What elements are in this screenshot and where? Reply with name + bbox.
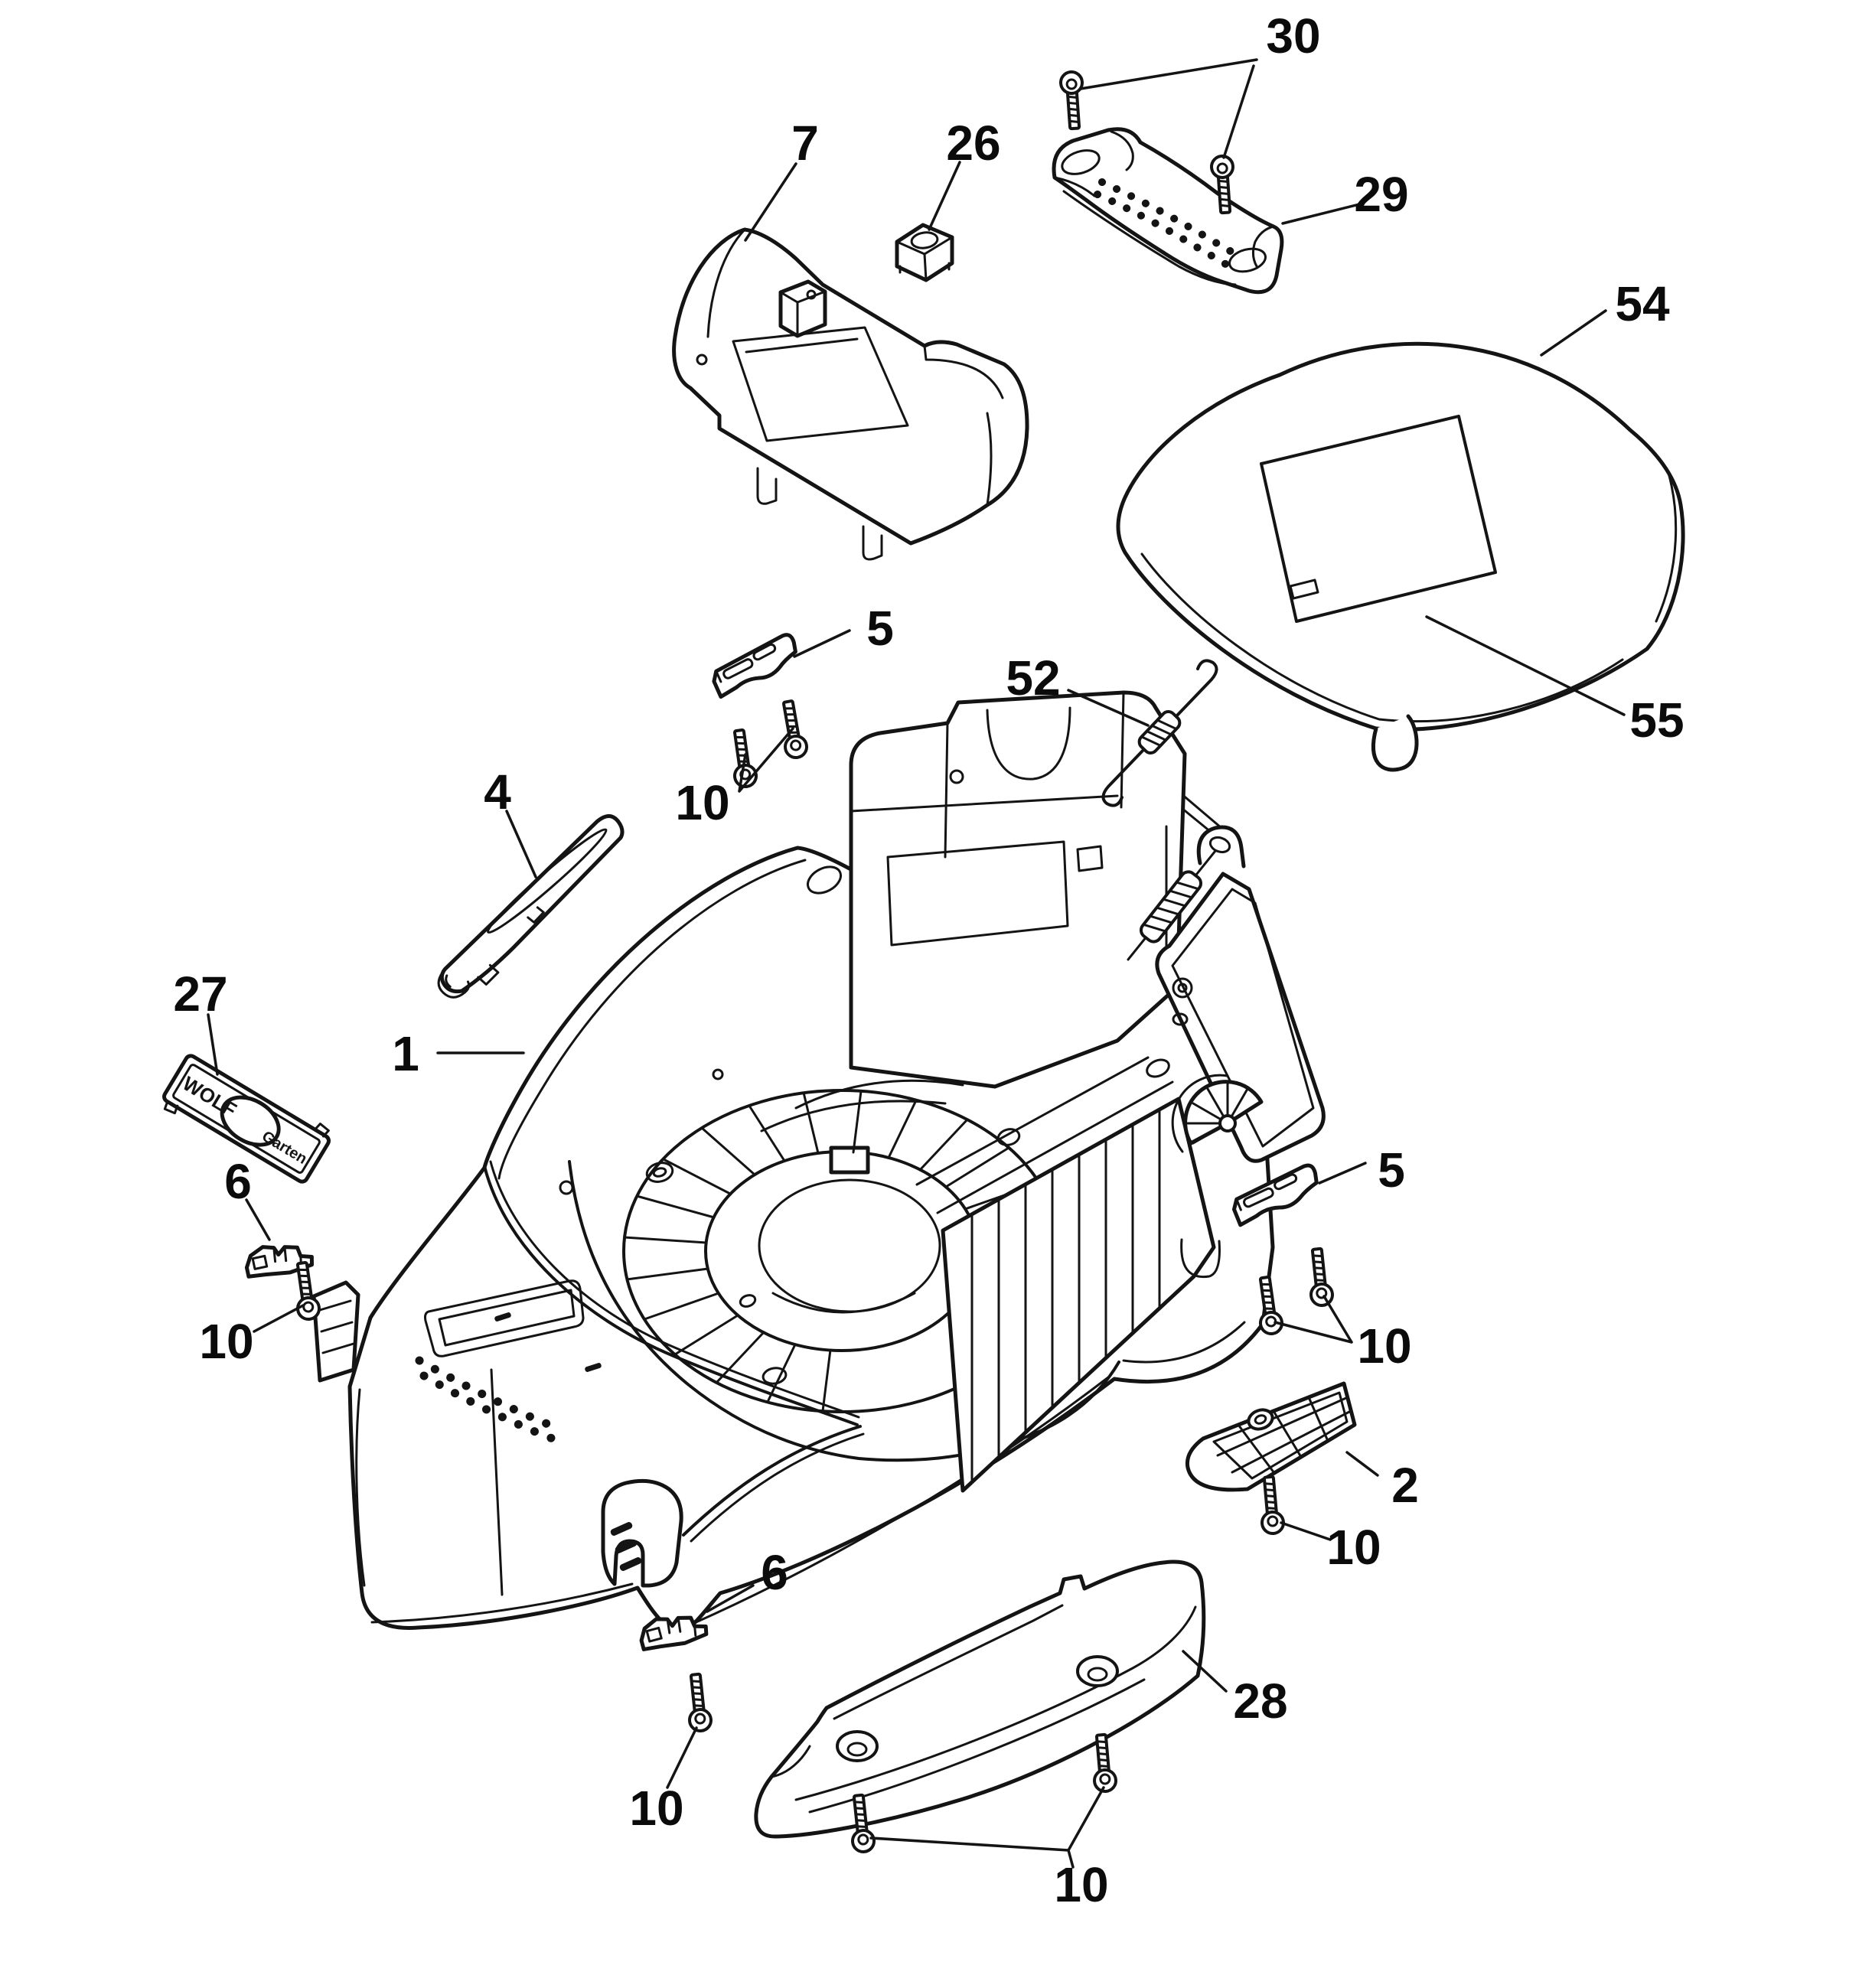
callout-10-bumper: 10 <box>1054 1857 1108 1912</box>
callout-10-grille: 10 <box>1326 1520 1381 1575</box>
callout-7: 7 <box>791 116 819 171</box>
deck-rear-panel <box>1122 825 1326 1364</box>
callout-1: 1 <box>392 1026 419 1081</box>
callout-labels: 30 7 26 29 54 55 52 5 10 4 27 1 6 10 5 1… <box>173 8 1684 1912</box>
callout-10-front: 10 <box>629 1781 683 1836</box>
part-27-brand-plate: WOLF Garten <box>162 1054 331 1184</box>
callout-2: 2 <box>1391 1458 1419 1513</box>
deck-fan-quadrant <box>1171 1074 1264 1153</box>
callout-6-front: 6 <box>761 1545 788 1600</box>
deck-corner-bumper <box>311 1280 360 1383</box>
part-5-clamp-left <box>709 633 803 697</box>
callout-5-right: 5 <box>1378 1142 1405 1198</box>
part-28-front-bumper <box>754 1559 1206 1839</box>
callout-52: 52 <box>1006 650 1060 706</box>
flap-coil-spring <box>1139 870 1203 943</box>
part-52-tension-spring <box>1101 659 1218 807</box>
callout-10-right: 10 <box>1357 1318 1411 1374</box>
deck-chute-box <box>849 690 1187 1089</box>
callout-10-left: 10 <box>199 1314 253 1369</box>
part-26-cap <box>895 223 954 282</box>
part-2-mulch-grille <box>1185 1381 1357 1492</box>
callout-55: 55 <box>1629 693 1684 748</box>
part-55-decal-area <box>1260 415 1497 623</box>
callout-29: 29 <box>1354 167 1408 222</box>
apron-vent-dots <box>415 1356 566 1434</box>
part-29-carry-handle <box>1052 127 1284 295</box>
callout-4: 4 <box>484 764 511 820</box>
leader-lines <box>207 58 1626 1869</box>
callout-27: 27 <box>173 966 227 1022</box>
callout-10-top: 10 <box>675 775 729 830</box>
callout-28: 28 <box>1233 1674 1287 1729</box>
deck-front-wheel-bracket <box>601 1478 683 1588</box>
part-7-motor-cover <box>672 227 1029 561</box>
part-1-deck-housing <box>311 690 1326 1632</box>
callout-5-left: 5 <box>866 601 894 656</box>
callout-30: 30 <box>1266 8 1320 64</box>
handle-grip-dots <box>1098 178 1242 259</box>
part-54-rear-flap <box>1116 341 1685 837</box>
callout-6-left: 6 <box>224 1154 252 1209</box>
callout-26: 26 <box>946 116 1000 171</box>
part-4-trim-strip <box>437 813 625 999</box>
deck-front-apron <box>415 1279 602 1596</box>
deck-rear-slat-wedge <box>915 1056 1216 1493</box>
callout-54: 54 <box>1615 276 1670 331</box>
